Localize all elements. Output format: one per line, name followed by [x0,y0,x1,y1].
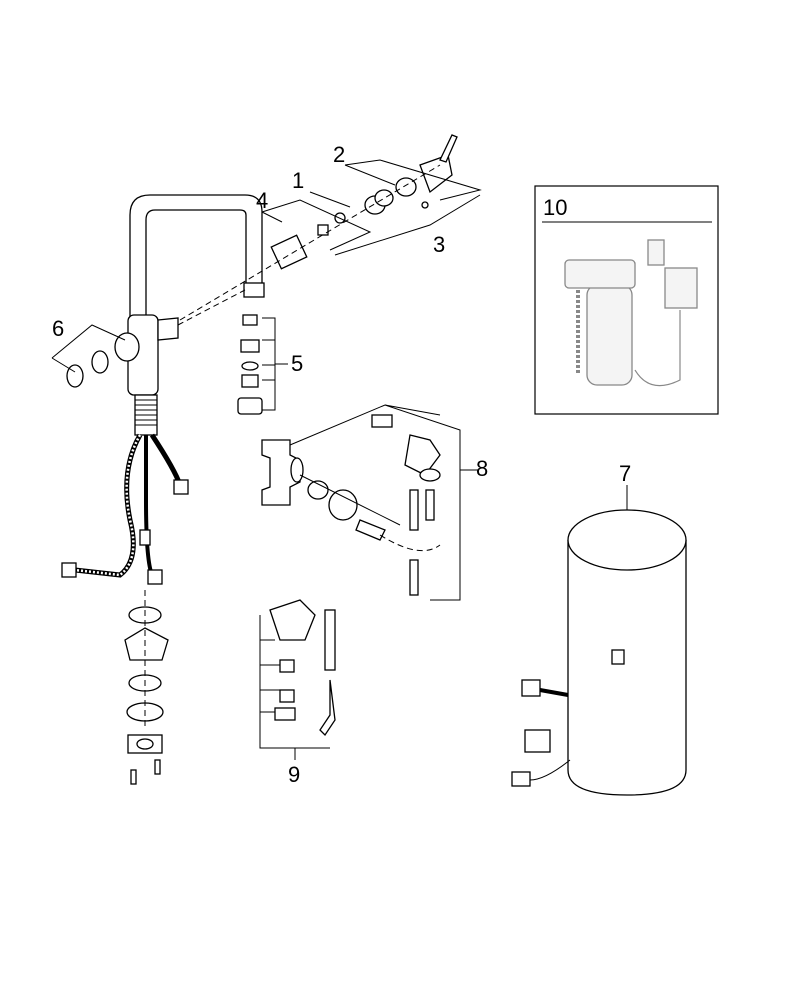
callout-1: 1 [292,168,304,193]
callout-6: 6 [52,316,64,341]
callout-7: 7 [619,461,631,486]
callout-5: 5 [291,351,303,376]
callout-10: 10 [543,195,567,220]
callout-9: 9 [288,762,300,787]
part-5 [237,314,288,415]
callout-3: 3 [433,232,445,257]
inset-part-10 [534,185,719,415]
callout-2: 2 [333,142,345,167]
cartridge-parts [179,134,482,321]
part-6 [51,324,126,388]
mounting-parts [124,590,169,785]
callout-8: 8 [476,456,488,481]
part-7-tank [511,485,687,796]
hoses [61,433,189,585]
faucet [114,194,265,436]
part-9 [259,599,336,760]
callout-4: 4 [256,188,268,213]
part-8 [261,404,478,601]
